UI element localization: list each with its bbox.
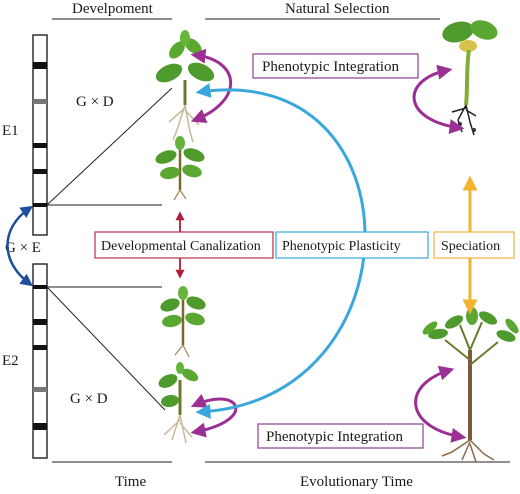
seedling-icon: [155, 136, 205, 201]
plant-icon: [422, 307, 519, 463]
svg-text:Developmental Canalization: Developmental Canalization: [101, 239, 261, 254]
svg-text:Phenotypic Integration: Phenotypic Integration: [266, 429, 404, 445]
seedling-icon: [155, 30, 215, 143]
e1-label: E1: [2, 123, 19, 139]
gxe-label: G × E: [5, 240, 41, 256]
speciation-box: Speciation: [433, 231, 515, 259]
chromosome-e1: [32, 34, 48, 236]
integration-box-top: Phenotypic Integration: [252, 53, 419, 79]
fan-line-bottom-2: [46, 286, 166, 411]
svg-text:Phenotypic Integration: Phenotypic Integration: [262, 59, 400, 75]
gxd-bottom-label: G × D: [70, 391, 108, 407]
gxe-arrow: [6, 205, 34, 287]
integration-box-bottom: Phenotypic Integration: [257, 423, 424, 449]
integration-arrow-bottom-right: [414, 365, 467, 443]
seedling-icon: [160, 286, 206, 358]
chromosome-e2: [32, 263, 48, 459]
seedling-icon: [442, 20, 498, 136]
svg-text:Phenotypic Plasticity: Phenotypic Plasticity: [282, 239, 401, 254]
gxd-top-label: G × D: [76, 94, 114, 110]
development-label: Develpoment: [72, 1, 154, 17]
integration-arrow-bottom-left: [190, 393, 238, 438]
plasticity-box: Phenotypic Plasticity: [275, 231, 429, 259]
fan-line-top-1: [46, 87, 173, 206]
time-label: Time: [115, 474, 146, 490]
integration-arrow-top-right: [412, 64, 465, 134]
natural-selection-label: Natural Selection: [285, 1, 390, 17]
seedling-icon: [158, 362, 199, 444]
canalization-box: Developmental Canalization: [94, 231, 274, 259]
e2-label: E2: [2, 353, 19, 369]
svg-text:Speciation: Speciation: [441, 239, 500, 254]
evolutionary-time-label: Evolutionary Time: [300, 474, 413, 490]
